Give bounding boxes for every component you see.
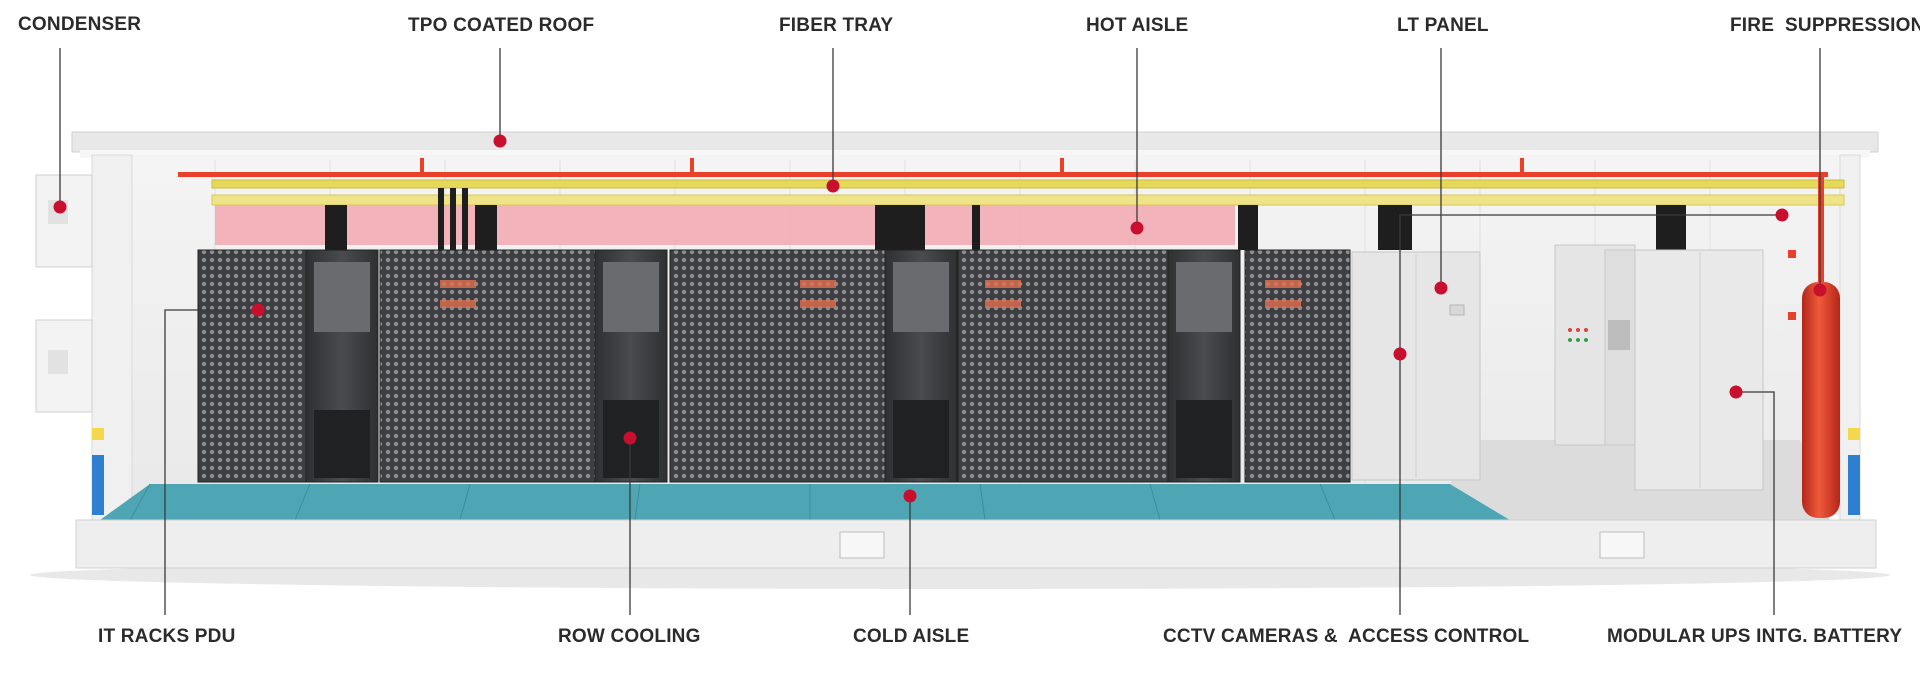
marker-condenser [53, 200, 67, 214]
hot-aisle-zone [215, 205, 1235, 245]
label-cold-aisle: COLD AISLE [853, 626, 970, 647]
fire-suppression-cylinder [1802, 282, 1840, 518]
marker-fiber-tray [826, 179, 840, 193]
container-roof [71, 131, 1879, 153]
marker-fire-suppression [1813, 283, 1827, 297]
label-modular-ups: MODULAR UPS INTG. BATTERY [1607, 626, 1903, 647]
marker-lt-panel [1434, 281, 1448, 295]
cable-drops [325, 188, 1686, 250]
it-rack-rows [197, 249, 1351, 483]
cold-aisle-floor [100, 484, 1510, 520]
marker-tpo-roof [493, 134, 507, 148]
label-hot-aisle: HOT AISLE [1086, 15, 1189, 36]
callout-markers [53, 134, 1827, 503]
label-it-racks-pdu: IT RACKS PDU [98, 626, 236, 647]
marker-row-cooling [623, 431, 637, 445]
marker-ups [1729, 385, 1743, 399]
marker-cctv-left [1393, 347, 1407, 361]
label-fire-suppression: FIRE SUPPRESSION [1730, 15, 1920, 36]
leader-it-racks [164, 309, 258, 615]
condenser-units [35, 174, 93, 413]
leader-ups [1736, 391, 1775, 615]
marker-it-racks [251, 303, 265, 317]
marker-cctv-right [1775, 208, 1789, 222]
leader-cctv [1399, 214, 1782, 615]
label-fiber-tray: FIBER TRAY [779, 15, 894, 36]
marker-hot-aisle [1130, 221, 1144, 235]
fire-pipe [178, 172, 1828, 177]
marker-cold-aisle [903, 489, 917, 503]
ups-cabinets [1554, 244, 1764, 491]
leader-lines [59, 48, 1821, 615]
label-cctv-access: CCTV CAMERAS & ACCESS CONTROL [1163, 626, 1530, 647]
label-row-cooling: ROW COOLING [558, 626, 701, 647]
fire-pipe-vertical [1818, 172, 1824, 282]
label-lt-panel: LT PANEL [1397, 15, 1489, 36]
container-base [75, 519, 1877, 569]
rack-pdu-accents [440, 280, 1301, 308]
fiber-tray-bar [211, 179, 1845, 189]
label-condenser: CONDENSER [18, 14, 142, 35]
label-tpo-roof: TPO COATED ROOF [408, 15, 595, 36]
